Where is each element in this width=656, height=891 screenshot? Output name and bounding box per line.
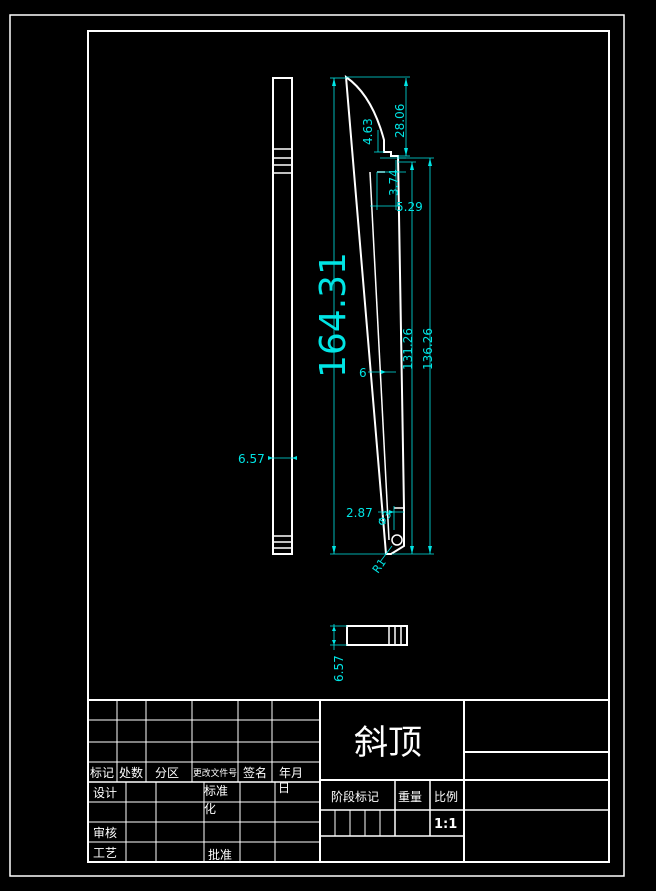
main-dimension-lines <box>330 76 434 563</box>
part-name: 斜顶 <box>354 723 422 763</box>
dim-radius: R1 <box>370 556 389 575</box>
scale-value: 1:1 <box>434 817 457 832</box>
dim-long-inner: 131.26 <box>401 328 415 370</box>
outer-border <box>9 14 625 877</box>
label-zone: 分区 <box>155 766 179 780</box>
label-date2: 日 <box>278 781 290 795</box>
dim-long-outer: 136.26 <box>421 328 435 370</box>
main-part <box>344 74 405 555</box>
side-view <box>268 77 297 555</box>
label-signature: 签名 <box>243 765 267 780</box>
dim-thickness: 6 <box>359 366 367 380</box>
title-block <box>88 699 609 862</box>
inner-border <box>87 30 610 863</box>
bottom-view <box>330 624 408 650</box>
dim-step-width: 5.29 <box>396 200 423 214</box>
label-standardize2: 化 <box>204 802 216 816</box>
dim-bottom-width: 6.57 <box>332 655 346 682</box>
dim-side-width: 6.57 <box>238 452 265 466</box>
label-date: 年月 <box>279 766 303 780</box>
label-review: 审核 <box>93 825 117 840</box>
label-standardize: 标准 <box>204 784 228 798</box>
label-stage-mark: 阶段标记 <box>331 789 379 804</box>
label-count: 处数 <box>119 765 143 780</box>
label-weight: 重量 <box>398 790 422 804</box>
label-approve: 批准 <box>208 847 232 862</box>
label-design: 设计 <box>93 786 117 800</box>
label-scale: 比例 <box>434 790 458 804</box>
dim-step-depth: 3.74 <box>387 169 401 196</box>
label-process: 工艺 <box>93 846 117 860</box>
dim-bottom-offset: 2.87 <box>346 506 373 520</box>
label-change-doc: 更改文件号 <box>193 767 237 779</box>
dim-top-arc: 28.06 <box>393 104 407 138</box>
label-mark: 标记 <box>90 766 114 780</box>
dim-step-small: 4.63 <box>361 118 375 145</box>
dim-total-length: 164.31 <box>313 252 354 378</box>
